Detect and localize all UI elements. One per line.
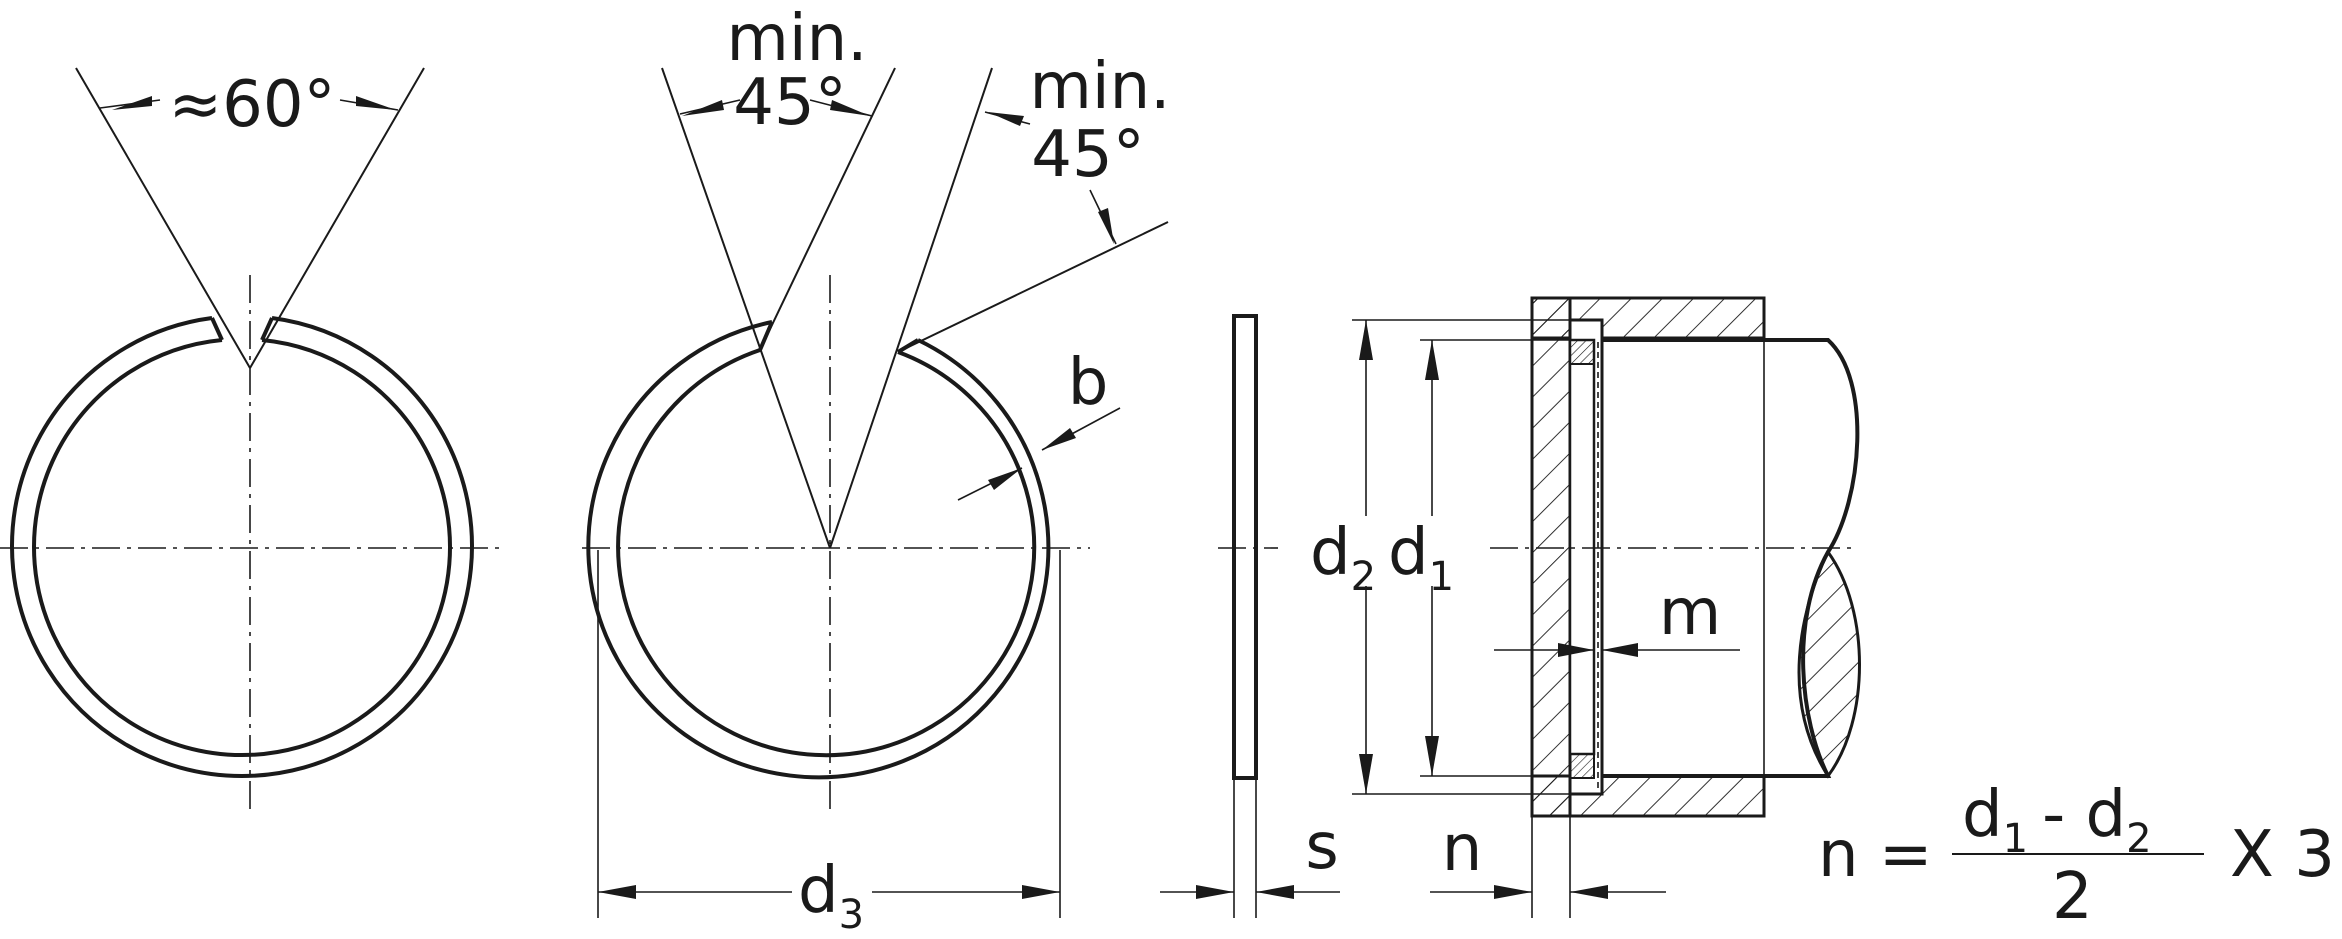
cut-line-a1: [661, 67, 831, 549]
label-d2: d2: [1310, 516, 1376, 600]
arrow-b-outer: [1042, 428, 1076, 450]
angle-line-right: [249, 67, 425, 369]
ring-cross-section: [1232, 314, 1258, 780]
assembly-section: d2 d1 m n: [1306, 296, 1861, 918]
arrow-b-inner: [988, 468, 1022, 490]
ring-inner-arc: [32, 338, 452, 758]
arrow-d1-top: [1425, 340, 1439, 380]
ring-top-section: [1569, 339, 1595, 365]
label-n: n: [1442, 812, 1483, 886]
label-min-a: min.: [726, 2, 867, 76]
cut-line-b2: [897, 221, 1169, 353]
ring-side-view: s: [1160, 314, 1340, 918]
angle-line-left: [75, 67, 251, 369]
formula-lhs: n =: [1818, 818, 1933, 892]
arrow-d3-right: [1022, 885, 1060, 899]
split-ring-inner-arc: [616, 348, 1037, 758]
label-angle-60: ≈60°: [168, 68, 335, 142]
arrow-60-left: [112, 96, 152, 110]
ring-bottom-section: [1569, 753, 1595, 779]
arrow-d2-bottom: [1359, 754, 1373, 794]
ring-view-60deg: ≈60°: [0, 67, 505, 810]
ring-outer-arc: [10, 316, 474, 779]
arrow-m-left: [1558, 643, 1594, 657]
label-min-b: min.: [1029, 50, 1170, 124]
arrow-m-right: [1602, 643, 1638, 657]
formula: n = d1- d2 2 X 3: [1818, 778, 2335, 934]
cut-line-b1: [829, 67, 993, 549]
label-45-a: 45°: [733, 66, 846, 140]
arrow-d1-bottom: [1425, 736, 1439, 776]
label-d3: d3: [798, 854, 864, 934]
arrow-d3-left: [598, 885, 636, 899]
arrow-s-left: [1196, 885, 1234, 899]
label-m: m: [1659, 576, 1721, 650]
arrow-n-right: [1570, 885, 1608, 899]
label-b: b: [1068, 346, 1109, 420]
arrow-n-left: [1494, 885, 1532, 899]
arrow-60-right: [356, 96, 396, 110]
arrow-d2-top: [1359, 320, 1373, 360]
label-s: s: [1305, 810, 1338, 884]
split-ring-outer-arc: [586, 320, 1051, 780]
ring-in-groove: [1568, 338, 1596, 756]
label-45-b: 45°: [1031, 118, 1144, 192]
shaft-break-section: [1797, 549, 1861, 779]
housing-wall-hatch: [1530, 296, 1572, 818]
label-d1: d1: [1388, 516, 1454, 600]
ring-view-split: min. 45° min. 45° b d3: [582, 2, 1171, 938]
formula-denominator: 2: [2052, 860, 2093, 934]
formula-times: X 3: [2230, 818, 2335, 892]
cut-line-a2: [759, 67, 896, 351]
arrow-s-right: [1256, 885, 1294, 899]
formula-numerator: d1- d2: [1962, 778, 2152, 862]
